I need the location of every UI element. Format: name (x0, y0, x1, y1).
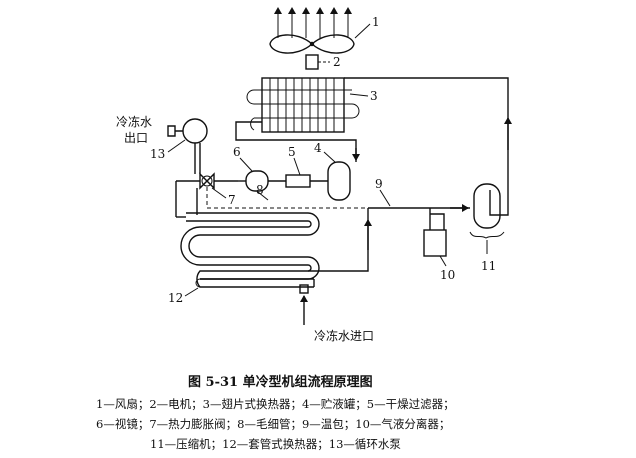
leader-12 (184, 287, 199, 297)
liquid-receiver (327, 161, 351, 201)
compressor (469, 183, 505, 239)
circulating-pump (167, 118, 208, 174)
gas-liquid-separator (423, 208, 447, 257)
water-inlet-fitting (299, 284, 309, 294)
leader-6 (239, 157, 253, 172)
leader-7 (211, 187, 227, 199)
legend-line-2: 6—视镜；7—热力膨胀阀；8—毛细管；9—温包；10—气液分离器； (96, 417, 450, 431)
condensate-line (235, 121, 357, 162)
label-11: 11 (481, 259, 496, 273)
fan-icon (269, 34, 355, 54)
label-8: 8 (256, 183, 264, 197)
figure-title: 图 5-31 单冷型机组流程原理图 (188, 374, 373, 390)
legend-line-3: 11—压缩机；12—套管式换热器；13—循环水泵 (150, 437, 401, 451)
label-12: 12 (168, 291, 183, 305)
water-outlet-label-2: 出口 (124, 131, 148, 145)
water-outlet-label-1: 冷冻水 (116, 114, 152, 129)
airflow-arrows (274, 7, 352, 38)
leader-1 (354, 23, 371, 39)
label-9: 9 (375, 177, 383, 191)
filter-drier (285, 174, 311, 188)
label-1: 1 (372, 15, 380, 29)
finned-heat-exchanger (246, 77, 360, 133)
leader-13 (167, 139, 186, 153)
expansion-valve (176, 172, 215, 190)
label-6: 6 (233, 145, 241, 159)
label-10: 10 (440, 268, 455, 282)
leader-5 (293, 157, 301, 176)
motor-icon (305, 54, 319, 70)
capillary-tube (206, 187, 420, 209)
label-7: 7 (228, 193, 236, 207)
leader-4 (323, 151, 336, 163)
leader-8 (257, 191, 269, 201)
water-inlet-label: 冷冻水进口 (314, 328, 374, 343)
leader-9 (379, 189, 391, 207)
tube-in-tube-exchanger (180, 212, 320, 288)
label-5: 5 (288, 145, 296, 159)
leader-10 (439, 255, 447, 267)
legend-line-1: 1—风扇；2—电机；3—翅片式换热器；4—贮液罐；5—干燥过滤器； (96, 397, 455, 411)
leader-3 (349, 93, 369, 97)
label-3: 3 (370, 89, 378, 103)
label-13: 13 (150, 147, 165, 161)
label-2: 2 (333, 55, 341, 69)
sight-glass (238, 170, 269, 192)
discharge-line (344, 77, 509, 216)
label-4: 4 (314, 141, 322, 155)
suction-line-riser (328, 208, 369, 272)
